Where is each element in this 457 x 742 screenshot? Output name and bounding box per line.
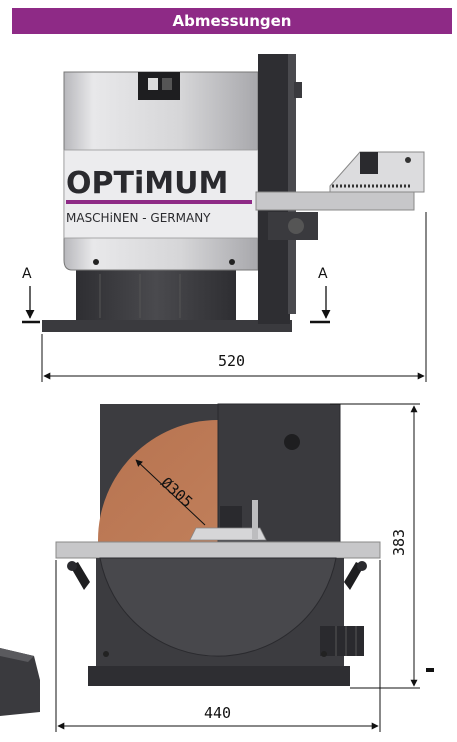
disc-housing bbox=[258, 54, 290, 324]
side-view: OPTiMUM MASCHiNEN - GERMANY A A 520 bbox=[22, 54, 427, 382]
section-marker-right: A bbox=[318, 266, 328, 282]
front-view: Ø305 383 440 bbox=[55, 403, 434, 732]
base-plate bbox=[42, 320, 292, 332]
side-width-label: 520 bbox=[218, 352, 245, 370]
section-title: Abmessungen bbox=[172, 12, 292, 30]
brand-subtitle: MASCHiNEN - GERMANY bbox=[66, 211, 211, 225]
work-table bbox=[255, 191, 415, 211]
front-work-table bbox=[55, 541, 381, 559]
power-switch bbox=[138, 72, 180, 100]
brand-stripe bbox=[66, 200, 252, 204]
section-header: Abmessungen bbox=[12, 8, 452, 34]
motor-base bbox=[76, 270, 236, 322]
section-marker-left: A bbox=[22, 266, 32, 282]
partial-object bbox=[0, 648, 40, 716]
front-height-label: 383 bbox=[390, 529, 408, 556]
dust-port bbox=[320, 626, 364, 656]
front-base bbox=[88, 666, 350, 686]
brand-logo: OPTiMUM bbox=[66, 166, 228, 201]
front-width-label: 440 bbox=[204, 704, 231, 722]
